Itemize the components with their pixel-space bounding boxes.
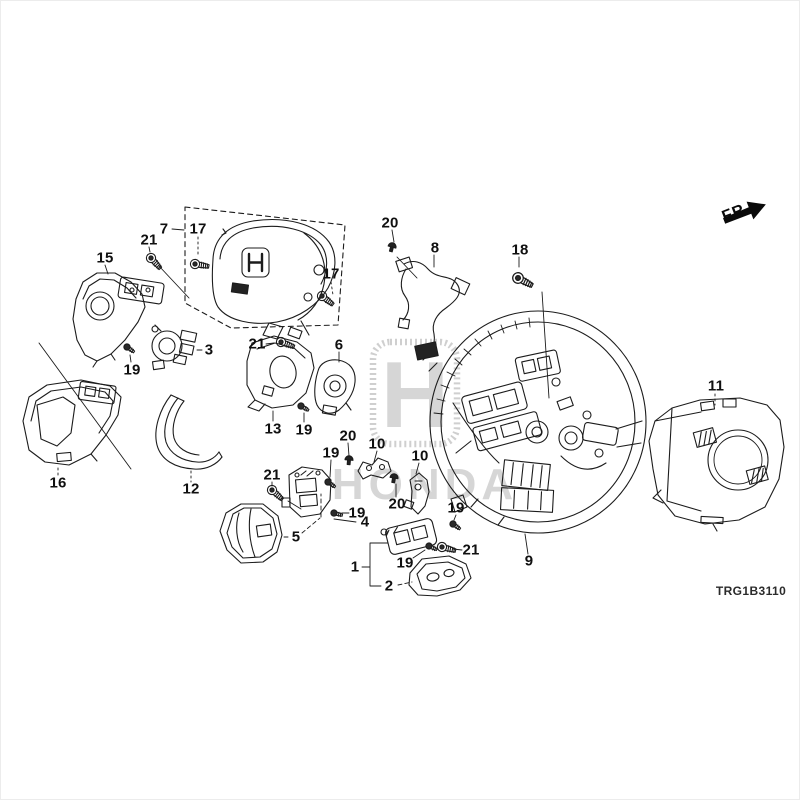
callout-20a: 20 bbox=[381, 214, 399, 232]
part-5-spoke-cover bbox=[219, 503, 283, 564]
callout-21c: 21 bbox=[263, 466, 281, 484]
watermark-word: HONDA bbox=[332, 460, 518, 509]
callout-4: 4 bbox=[360, 513, 370, 531]
callout-5: 5 bbox=[291, 528, 301, 546]
part-11-column-cover bbox=[648, 397, 785, 532]
part-16-garnish-left-lower bbox=[22, 379, 122, 466]
callout-17b: 17 bbox=[322, 265, 340, 283]
honda-watermark: H HONDA bbox=[332, 338, 518, 509]
part-10b-bracket bbox=[403, 472, 430, 515]
callout-2: 2 bbox=[384, 577, 394, 595]
fr-arrow-icon bbox=[722, 201, 766, 224]
part-8-harness bbox=[395, 256, 471, 372]
callout-20c: 20 bbox=[388, 495, 406, 513]
part-6-cable-reel bbox=[314, 359, 356, 416]
part-1-switch-assembly bbox=[380, 518, 438, 555]
callout-20b: 20 bbox=[339, 427, 357, 445]
callout-19e: 19 bbox=[396, 554, 414, 572]
callout-19b: 19 bbox=[295, 421, 313, 439]
callout-8: 8 bbox=[430, 239, 440, 257]
callout-21b: 21 bbox=[248, 335, 266, 353]
part-2-switch-cover bbox=[408, 555, 472, 597]
callout-10b: 10 bbox=[411, 447, 429, 465]
part-13-spoke-bracket bbox=[246, 335, 315, 412]
callout-1: 1 bbox=[350, 558, 360, 576]
leader-lines bbox=[57, 228, 716, 587]
callout-19f: 19 bbox=[447, 499, 465, 517]
callout-12: 12 bbox=[182, 480, 200, 498]
part-4-switch-assembly bbox=[281, 466, 332, 518]
part-9-steering-wheel bbox=[429, 310, 647, 534]
callout-6: 6 bbox=[334, 336, 344, 354]
callout-15: 15 bbox=[96, 249, 114, 267]
part-3-bracket-unit bbox=[151, 324, 198, 371]
part-15-garnish-left-upper bbox=[72, 272, 165, 368]
divider-line bbox=[38, 342, 132, 470]
callout-13: 13 bbox=[264, 420, 282, 438]
callout-17a: 17 bbox=[189, 220, 207, 238]
part-10a-bracket bbox=[357, 457, 392, 480]
watermark-h-symbol: H bbox=[381, 342, 449, 447]
callout-7: 7 bbox=[159, 220, 169, 238]
callout-21a: 21 bbox=[140, 231, 158, 249]
part-12-lower-cover bbox=[155, 394, 223, 470]
fr-orientation-indicator: FR. bbox=[720, 199, 766, 226]
diagram-code: TRG1B3110 bbox=[715, 584, 787, 598]
callout-19d: 19 bbox=[348, 504, 366, 522]
callout-10a: 10 bbox=[368, 435, 386, 453]
callout-18: 18 bbox=[511, 241, 529, 259]
callout-3: 3 bbox=[204, 341, 214, 359]
callout-21d: 21 bbox=[462, 541, 480, 559]
callout-9: 9 bbox=[524, 552, 534, 570]
callout-19c: 19 bbox=[322, 444, 340, 462]
callout-11: 11 bbox=[707, 377, 725, 395]
group-box-7 bbox=[184, 206, 346, 329]
part-7-airbag-module bbox=[211, 218, 336, 340]
callout-16: 16 bbox=[49, 474, 67, 492]
callout-19a: 19 bbox=[123, 361, 141, 379]
